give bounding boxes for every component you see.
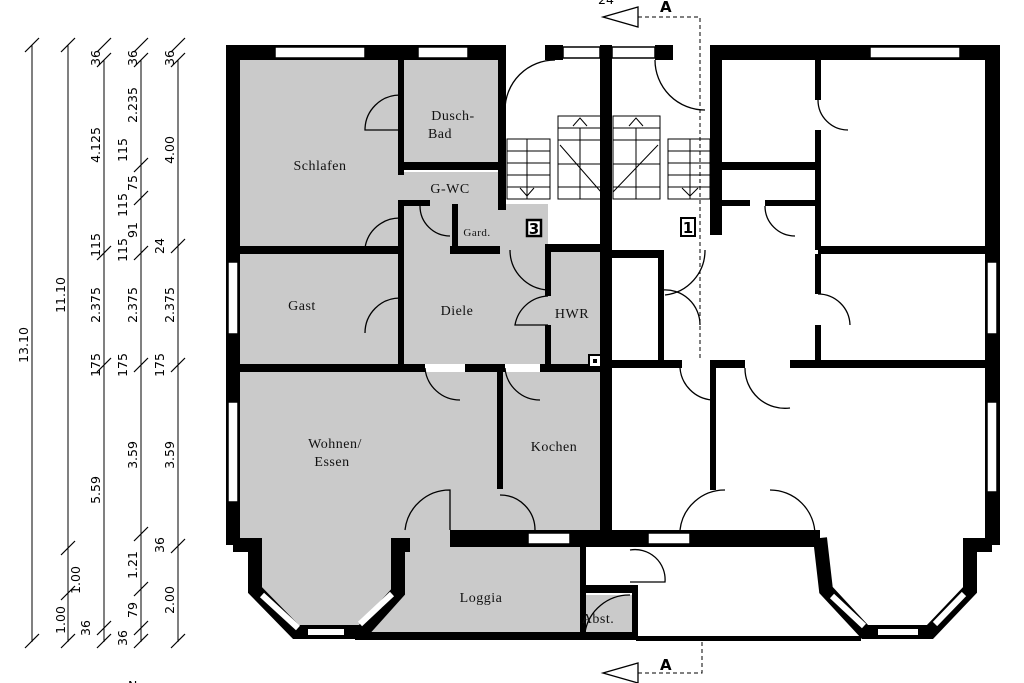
room-hwr — [548, 252, 604, 364]
svg-text:13.10: 13.10 — [16, 327, 31, 363]
svg-text:2.375: 2.375 — [162, 287, 177, 323]
stair-number-right: 1 — [683, 219, 693, 237]
room-kochen — [500, 372, 604, 532]
svg-text:79: 79 — [125, 602, 140, 618]
svg-text:A: A — [660, 0, 672, 16]
svg-text:36: 36 — [125, 50, 140, 66]
north-mark: N — [128, 678, 137, 683]
svg-text:175: 175 — [88, 353, 103, 377]
label-gast: Gast — [288, 299, 316, 314]
label-kochen: Kochen — [531, 440, 578, 455]
svg-text:4.125: 4.125 — [88, 127, 103, 163]
room-labels: Schlafen Dusch- Bad G-WC Gard. Gast Diel… — [288, 109, 614, 627]
label-wohnen-essen: Wohnen/ — [308, 437, 362, 452]
room-schlafen — [240, 60, 402, 250]
svg-text:A: A — [660, 656, 672, 674]
section-marker-top: A 24 — [598, 0, 701, 360]
svg-text:1.21: 1.21 — [125, 551, 140, 579]
svg-text:175: 175 — [152, 353, 167, 377]
svg-text:75: 75 — [125, 175, 140, 191]
svg-text:11.10: 11.10 — [53, 277, 68, 313]
svg-text:Bad: Bad — [428, 127, 452, 142]
room-abst — [585, 595, 635, 633]
svg-text:1.00: 1.00 — [53, 606, 68, 634]
label-duschbad: Dusch- — [431, 109, 474, 124]
svg-text:36: 36 — [78, 620, 93, 636]
svg-text:5.59: 5.59 — [88, 476, 103, 504]
doors — [364, 59, 851, 633]
svg-text:1.00: 1.00 — [68, 566, 83, 594]
label-gard: Gard. — [463, 227, 490, 239]
svg-text:115: 115 — [115, 138, 130, 162]
stair-number-right-box — [680, 217, 696, 237]
svg-text:115: 115 — [115, 193, 130, 217]
svg-text:2.375: 2.375 — [125, 287, 140, 323]
svg-text:36: 36 — [88, 50, 103, 66]
svg-text:3.59: 3.59 — [162, 441, 177, 469]
svg-text:36: 36 — [115, 630, 130, 646]
svg-text:115: 115 — [115, 238, 130, 262]
svg-text:175: 175 — [115, 353, 130, 377]
svg-text:91: 91 — [125, 222, 140, 238]
staircase — [506, 115, 711, 200]
label-diele: Diele — [441, 304, 474, 319]
svg-text:2.00: 2.00 — [162, 586, 177, 614]
left-apartment-rooms — [240, 60, 635, 635]
label-schlafen: Schlafen — [294, 159, 347, 174]
room-gwc — [402, 172, 500, 204]
svg-text:Essen: Essen — [314, 455, 349, 470]
walls — [226, 45, 1000, 641]
dimension-labels: 13.10 11.10 1.00 1.00 36 4.125 115 2.375… — [16, 50, 177, 646]
room-loggia — [360, 545, 585, 635]
room-wohnen-essen — [240, 372, 500, 632]
svg-text:3.59: 3.59 — [125, 441, 140, 469]
svg-text:36: 36 — [162, 50, 177, 66]
stair-number-left: 3 — [529, 220, 539, 238]
svg-text:115: 115 — [88, 233, 103, 257]
section-marker-bottom: A — [600, 642, 703, 683]
svg-text:24: 24 — [598, 0, 614, 7]
svg-text:4.00: 4.00 — [162, 136, 177, 164]
stair-number-left-box — [525, 218, 543, 238]
label-hwr: HWR — [555, 307, 589, 322]
label-loggia: Loggia — [460, 591, 503, 606]
room-gast — [240, 254, 402, 364]
label-gwc: G-WC — [430, 182, 469, 197]
label-abst: Abst. — [582, 612, 614, 627]
svg-text:36: 36 — [152, 537, 167, 553]
svg-text:24: 24 — [152, 238, 167, 254]
svg-text:2.375: 2.375 — [88, 287, 103, 323]
room-diele — [402, 204, 548, 364]
svg-text:2.235: 2.235 — [125, 87, 140, 123]
dimension-lines — [24, 37, 186, 649]
room-duschbad — [402, 60, 500, 164]
